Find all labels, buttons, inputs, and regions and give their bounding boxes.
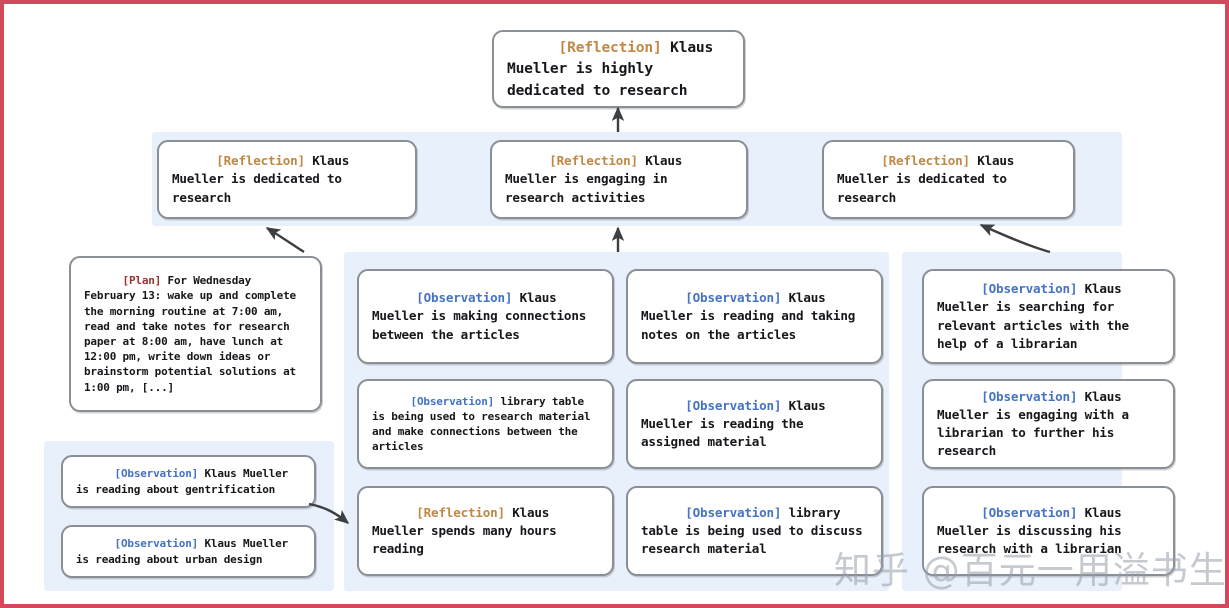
node-observation-right-2-body: Klaus Mueller is engaging with a librari…: [937, 388, 1137, 459]
node-root-reflection-text: [Reflection] Klaus Mueller is highly ded…: [494, 16, 743, 122]
node-observation-bottom-left-1-body: Klaus Mueller is reading about gentrific…: [76, 467, 295, 496]
node-observation-center2-2-text: [Observation] Klaus Mueller is reading t…: [628, 378, 881, 469]
node-observation-center2-2[interactable]: [Observation] Klaus Mueller is reading t…: [626, 379, 883, 469]
node-mid-left-reflection-text: [Reflection] Klaus Mueller is dedicated …: [159, 134, 415, 225]
node-mid-left-reflection-body: Klaus Mueller is dedicated to research: [172, 153, 357, 205]
node-mid-right-reflection-text: [Reflection] Klaus Mueller is dedicated …: [824, 134, 1073, 225]
node-observation-center-1-body: Klaus Mueller is making connections betw…: [372, 290, 594, 342]
node-observation-bottom-left-1-text: [Observation] Klaus Mueller is reading a…: [63, 451, 314, 512]
node-mid-center-reflection[interactable]: [Reflection] Klaus Mueller is engaging i…: [490, 140, 748, 219]
node-observation-bottom-left-1-tag: [Observation]: [114, 467, 199, 481]
node-observation-right-3[interactable]: [Observation] Klaus Mueller is discussin…: [922, 486, 1175, 576]
node-root-reflection-body: Klaus Mueller is highly dedicated to res…: [507, 39, 722, 99]
node-reflection-center-3-tag: [Reflection]: [416, 504, 505, 520]
node-mid-left-reflection[interactable]: [Reflection] Klaus Mueller is dedicated …: [157, 140, 417, 219]
node-observation-center2-1-body: Klaus Mueller is reading and taking note…: [641, 290, 863, 342]
node-observation-center2-2-tag: [Observation]: [685, 397, 782, 413]
node-observation-center-2-tag: [Observation]: [410, 394, 495, 408]
node-observation-center-2-text: [Observation] library table is being use…: [359, 378, 612, 469]
node-plan-body: For Wednesday February 13: wake up and c…: [84, 274, 303, 394]
node-reflection-center-3[interactable]: [Reflection] Klaus Mueller spends many h…: [357, 486, 614, 576]
node-observation-bottom-left-2-tag: [Observation]: [114, 537, 199, 551]
node-observation-right-1-text: [Observation] Klaus Mueller is searching…: [924, 262, 1173, 372]
node-root-reflection-tag: [Reflection]: [558, 39, 662, 57]
node-observation-right-3-tag: [Observation]: [981, 504, 1078, 520]
node-plan[interactable]: [Plan] For Wednesday February 13: wake u…: [69, 256, 322, 412]
node-observation-center2-3[interactable]: [Observation] library table is being use…: [626, 486, 883, 576]
node-observation-bottom-left-1[interactable]: [Observation] Klaus Mueller is reading a…: [61, 455, 316, 508]
node-observation-center-2-body: library table is being used to research …: [372, 394, 597, 454]
node-observation-center2-1-tag: [Observation]: [685, 290, 782, 306]
node-observation-center-1-tag: [Observation]: [416, 290, 513, 306]
node-observation-right-3-body: Klaus Mueller is discussing his research…: [937, 504, 1129, 557]
node-observation-center2-3-tag: [Observation]: [685, 504, 782, 520]
node-plan-text: [Plan] For Wednesday February 13: wake u…: [71, 258, 320, 410]
node-observation-right-3-text: [Observation] Klaus Mueller is discussin…: [924, 485, 1173, 576]
node-observation-right-2-text: [Observation] Klaus Mueller is engaging …: [924, 369, 1173, 479]
node-mid-right-reflection[interactable]: [Reflection] Klaus Mueller is dedicated …: [822, 140, 1075, 219]
node-observation-right-1[interactable]: [Observation] Klaus Mueller is searching…: [922, 269, 1175, 364]
node-reflection-center-3-text: [Reflection] Klaus Mueller spends many h…: [359, 485, 612, 576]
node-observation-center-1-text: [Observation] Klaus Mueller is making co…: [359, 271, 612, 362]
node-mid-right-reflection-body: Klaus Mueller is dedicated to research: [837, 153, 1022, 205]
node-observation-center-1[interactable]: [Observation] Klaus Mueller is making co…: [357, 269, 614, 364]
node-observation-bottom-left-2[interactable]: [Observation] Klaus Mueller is reading a…: [61, 525, 316, 578]
node-observation-center2-1-text: [Observation] Klaus Mueller is reading a…: [628, 271, 881, 362]
node-plan-tag: [Plan]: [122, 274, 162, 288]
node-observation-right-1-tag: [Observation]: [981, 281, 1078, 296]
node-observation-right-2[interactable]: [Observation] Klaus Mueller is engaging …: [922, 379, 1175, 469]
node-mid-right-reflection-tag: [Reflection]: [881, 153, 970, 169]
node-observation-center2-3-text: [Observation] library table is being use…: [628, 485, 881, 576]
node-observation-center2-1[interactable]: [Observation] Klaus Mueller is reading a…: [626, 269, 883, 364]
node-mid-center-reflection-text: [Reflection] Klaus Mueller is engaging i…: [492, 134, 746, 225]
node-mid-left-reflection-tag: [Reflection]: [216, 153, 305, 169]
node-observation-center2-3-body: library table is being used to discuss r…: [641, 504, 870, 557]
node-mid-center-reflection-tag: [Reflection]: [549, 153, 638, 169]
node-observation-bottom-left-2-body: Klaus Mueller is reading about urban des…: [76, 537, 295, 566]
node-observation-right-2-tag: [Observation]: [981, 388, 1078, 404]
node-reflection-center-3-body: Klaus Mueller spends many hours reading: [372, 504, 564, 557]
arrow-right-observations-to-right-reflection: [979, 223, 1051, 254]
node-observation-bottom-left-2-text: [Observation] Klaus Mueller is reading a…: [63, 521, 314, 582]
node-observation-center2-2-body: Klaus Mueller is reading the assigned ma…: [641, 397, 833, 450]
node-observation-right-1-body: Klaus Mueller is searching for relevant …: [937, 281, 1137, 351]
node-mid-center-reflection-body: Klaus Mueller is engaging in research ac…: [505, 153, 690, 205]
arrow-plan-to-left-reflection: [265, 226, 305, 254]
node-root-reflection[interactable]: [Reflection] Klaus Mueller is highly ded…: [492, 30, 745, 108]
node-observation-center-2[interactable]: [Observation] library table is being use…: [357, 379, 614, 469]
